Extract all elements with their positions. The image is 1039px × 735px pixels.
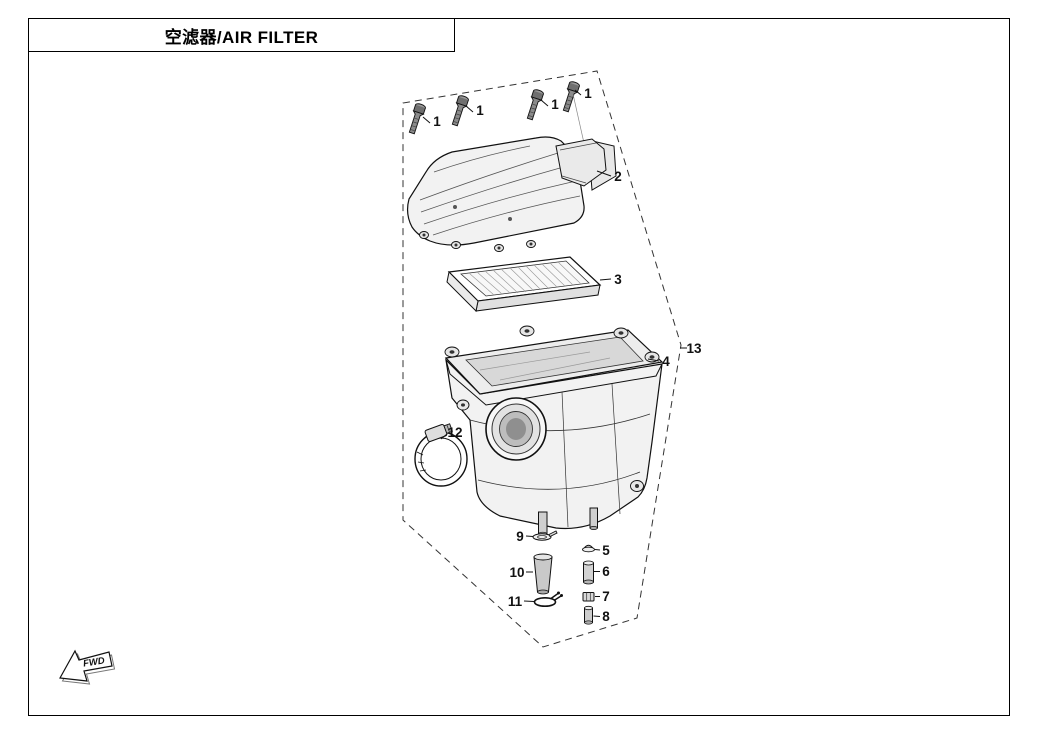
cover-rib-lines <box>419 145 581 236</box>
callout-6: 6 <box>602 564 610 579</box>
callout-1a: 1 <box>433 114 441 129</box>
callout-1b: 1 <box>476 103 484 118</box>
callout-7: 7 <box>602 589 610 604</box>
housing-bracket-boss <box>630 480 644 492</box>
clip-part-9 <box>532 530 558 541</box>
callout-13: 13 <box>686 341 702 356</box>
callout-9: 9 <box>516 529 524 544</box>
page-border <box>28 18 1010 716</box>
housing-rim-skirt <box>445 359 663 406</box>
callout-8: 8 <box>602 609 610 624</box>
callout-labels: 1 1 1 1 2 3 4 13 12 9 10 11 5 6 7 8 <box>433 86 702 624</box>
filter-element <box>446 256 602 313</box>
spring-clamp-part-11 <box>533 591 563 607</box>
drain-spout-right <box>589 507 598 530</box>
callout-11: 11 <box>508 594 523 609</box>
callout-4: 4 <box>662 354 670 369</box>
callout-3: 3 <box>614 272 622 287</box>
diagram-title-box: 空滤器/AIR FILTER <box>28 18 455 52</box>
housing-side-tab <box>456 399 470 411</box>
clamp-band-slots <box>416 451 427 472</box>
filter-pleat-lines <box>468 261 582 296</box>
inlet-tube <box>485 397 547 461</box>
cover-screw-dot <box>508 217 512 221</box>
callout-5: 5 <box>602 543 610 558</box>
callout-12: 12 <box>447 425 462 440</box>
callout-1c: 1 <box>551 97 559 112</box>
nut-part-7 <box>582 592 595 602</box>
spacer-tube-part-6 <box>583 560 594 585</box>
callout-1d: 1 <box>584 86 592 101</box>
cover-screw-dot <box>453 205 457 209</box>
cap-part-5 <box>582 544 595 553</box>
bolt-4 <box>560 80 581 114</box>
drain-spout-left <box>538 511 548 537</box>
callout-2: 2 <box>614 169 622 184</box>
fwd-arrow-label: FWD <box>82 655 105 669</box>
bolt-1 <box>406 102 427 136</box>
clamp-worm-screw <box>424 423 453 442</box>
cover-mounting-tabs <box>419 231 536 252</box>
housing-interior-ribs <box>479 351 611 381</box>
callout-leader-lines <box>422 89 687 617</box>
plug-part-8 <box>584 605 593 625</box>
dashed-group-boundary <box>402 70 682 648</box>
air-filter-cover <box>406 136 617 252</box>
air-box-housing <box>444 325 664 537</box>
fwd-arrow-shadow <box>61 652 116 685</box>
hose-clamp <box>414 423 468 487</box>
bolt-3 <box>524 88 545 122</box>
callout-10: 10 <box>509 565 524 580</box>
diagram-title: 空滤器/AIR FILTER <box>164 27 319 47</box>
drain-tube-part-10 <box>533 553 553 595</box>
cover-snorkel <box>555 138 617 191</box>
fwd-arrow-shape <box>59 649 113 682</box>
fwd-arrow: FWD <box>59 649 116 685</box>
bolt-2 <box>449 94 470 128</box>
